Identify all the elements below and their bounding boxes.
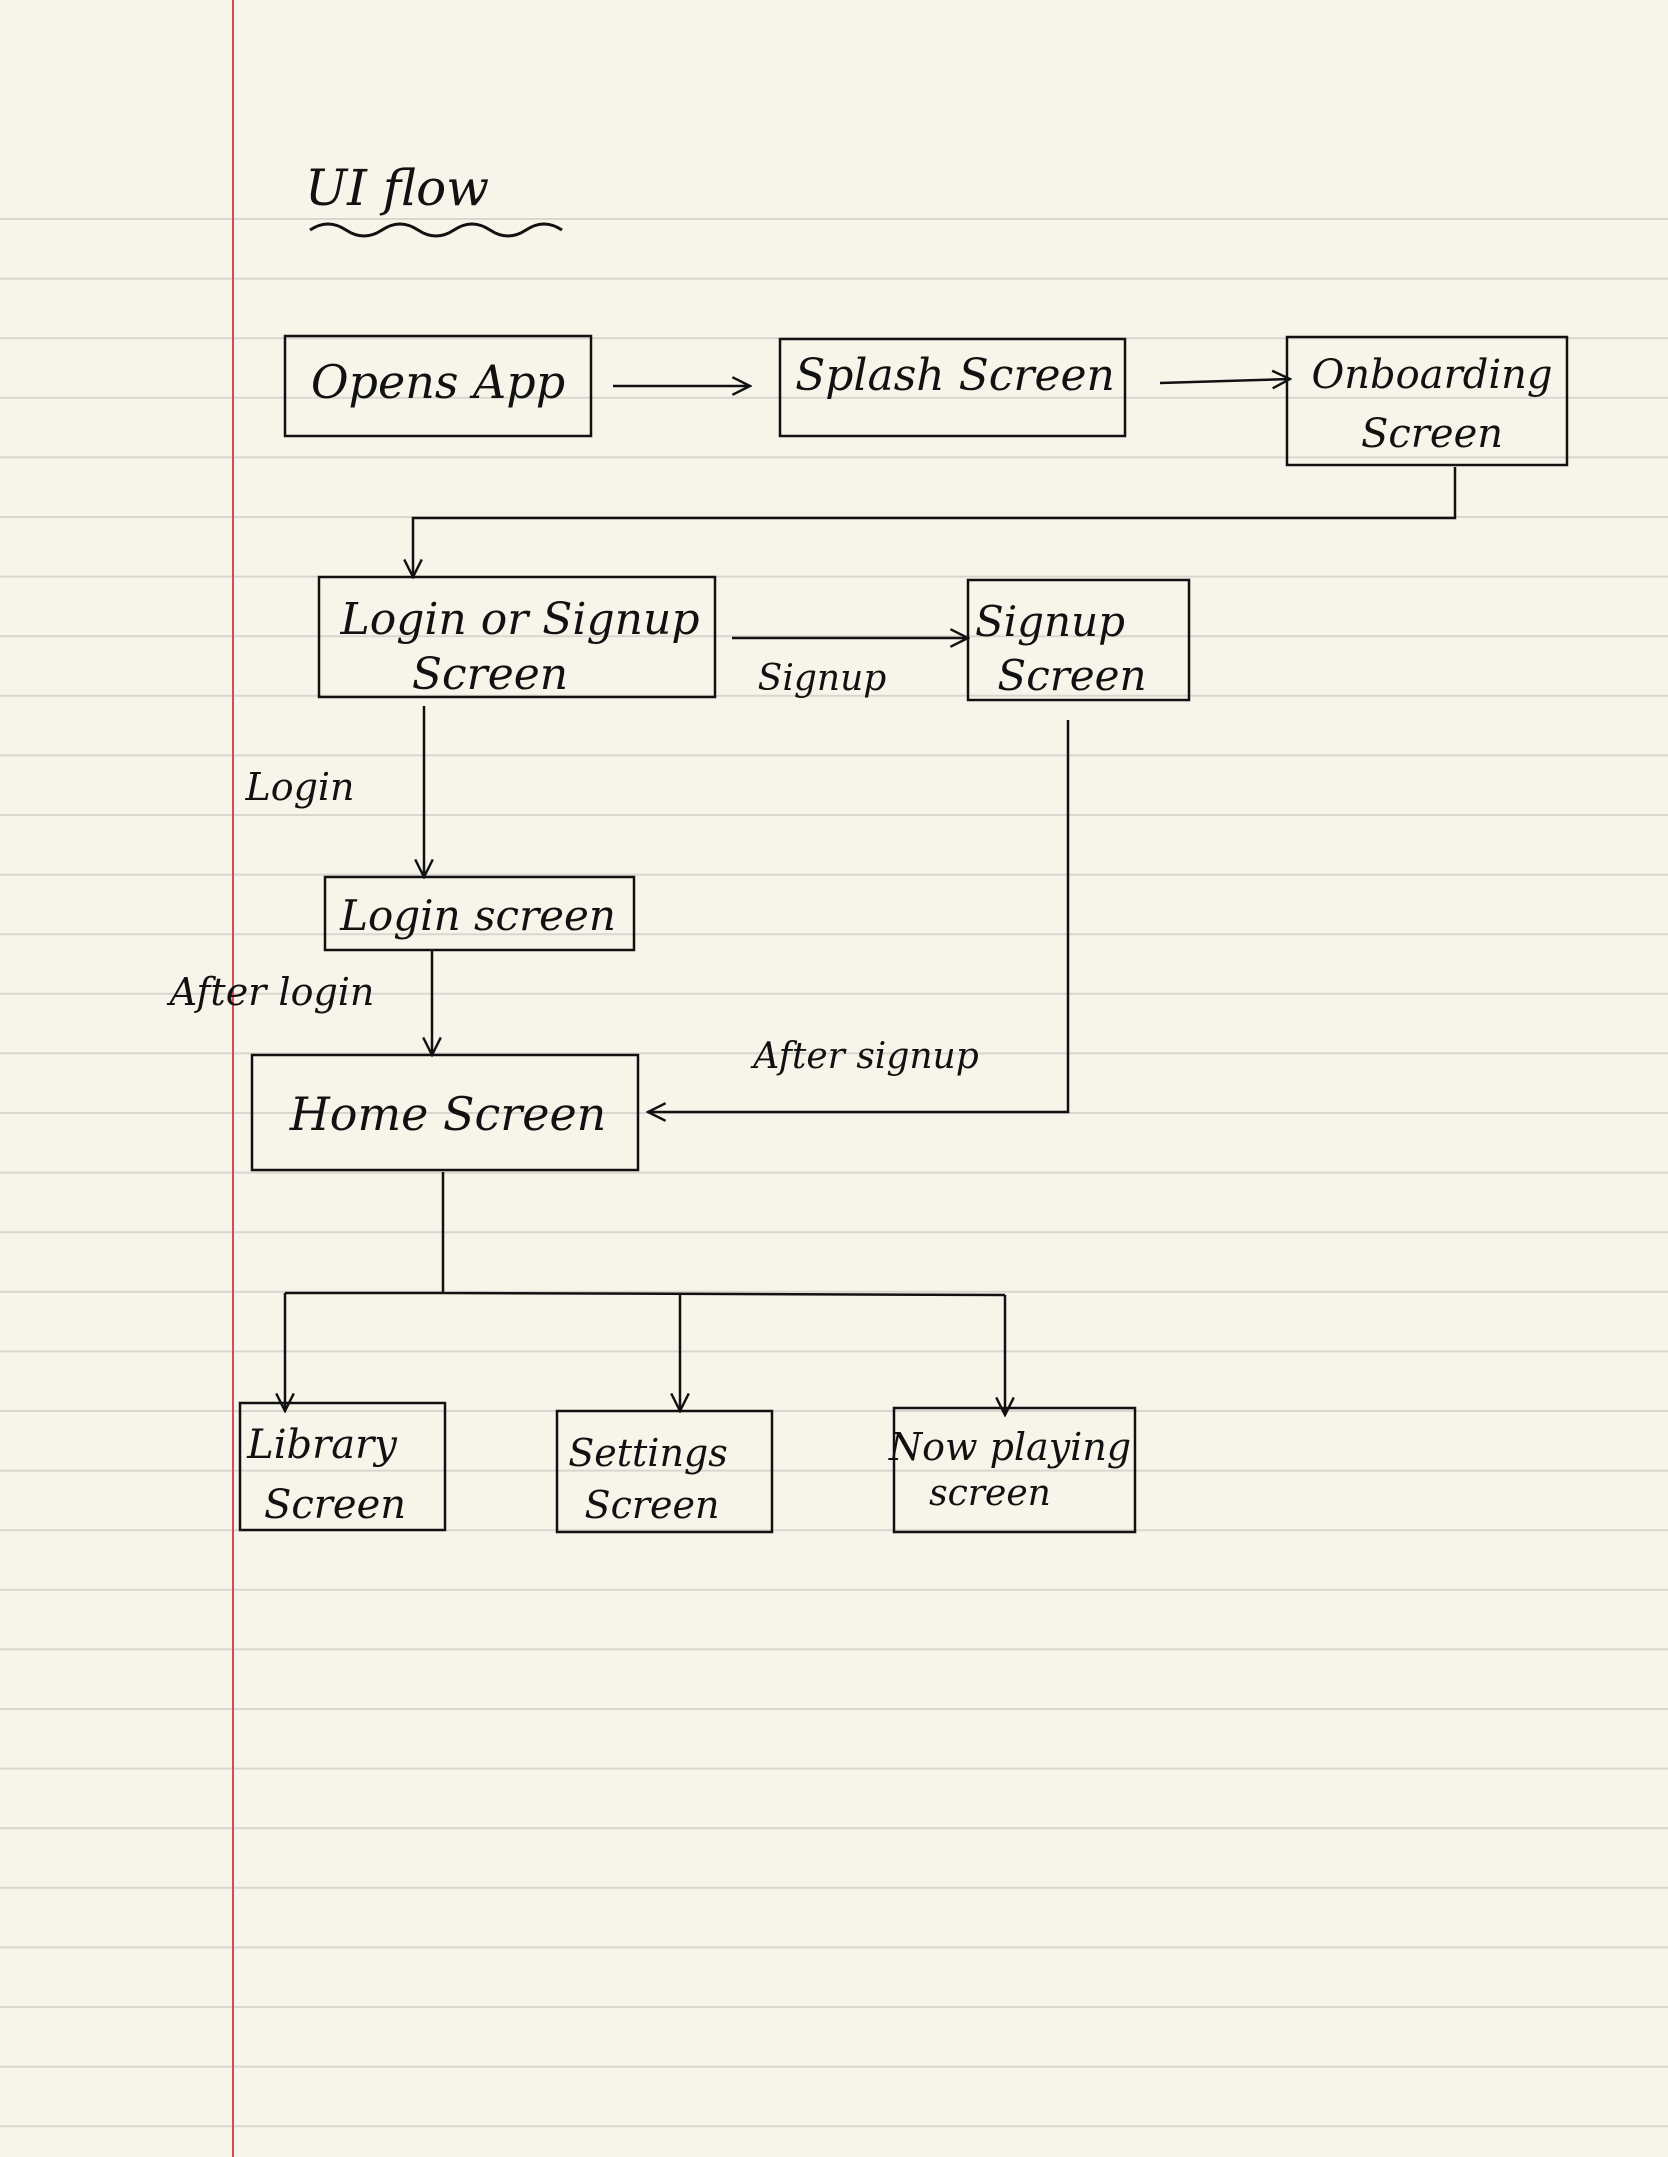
- node-box-home-screen: [250, 1053, 640, 1172]
- node-box-opens-app: [283, 334, 593, 438]
- node-label-library-line2: Screen: [264, 1482, 406, 1528]
- edge-label-login: Login: [244, 765, 354, 809]
- node-label-home-screen: Home Screen: [289, 1087, 607, 1141]
- edge-onboarding-to-login-or-signup: [413, 467, 1457, 577]
- edge-label-after-signup: After signup: [750, 1036, 979, 1077]
- node-label-signup-line1: Signup: [975, 597, 1125, 646]
- node-label-settings-line2: Screen: [585, 1483, 720, 1527]
- node-label-login-or-signup-line1: Login or Signup: [339, 594, 699, 645]
- edge-label-signup: Signup: [758, 658, 887, 699]
- node-box-login-screen: [323, 875, 636, 952]
- edge-label-after-login: After login: [167, 970, 375, 1014]
- node-box-login-or-signup-screen: [317, 575, 717, 699]
- edge-home-branch-trunk: [285, 1172, 1006, 1297]
- node-label-now-playing-line1: Now playing: [888, 1425, 1131, 1469]
- node-label-splash-screen: Splash Screen: [795, 350, 1115, 401]
- node-box-splash-screen: [778, 337, 1127, 438]
- node-label-opens-app: Opens App: [311, 355, 565, 409]
- node-label-now-playing-line2: screen: [929, 1473, 1051, 1514]
- ruled-lines: [0, 218, 1668, 2128]
- node-box-onboarding-screen: [1285, 335, 1569, 467]
- node-label-settings-line1: Settings: [568, 1431, 728, 1475]
- node-label-library-line1: Library: [246, 1422, 398, 1468]
- node-box-settings-screen: [555, 1409, 774, 1534]
- node-label-login-screen: Login screen: [339, 891, 616, 940]
- node-label-onboarding-line2: Screen: [1361, 411, 1503, 457]
- node-label-onboarding-line1: Onboarding: [1312, 352, 1553, 398]
- node-box-library-screen: [238, 1401, 447, 1532]
- node-label-signup-line2: Screen: [997, 651, 1146, 700]
- node-label-login-or-signup-line2: Screen: [412, 649, 568, 700]
- title-underline: [309, 222, 563, 238]
- edge-splash-to-onboarding: [1159, 379, 1290, 383]
- diagram-title: UI flow: [305, 159, 489, 217]
- edge-signup-to-home: [648, 720, 1070, 1112]
